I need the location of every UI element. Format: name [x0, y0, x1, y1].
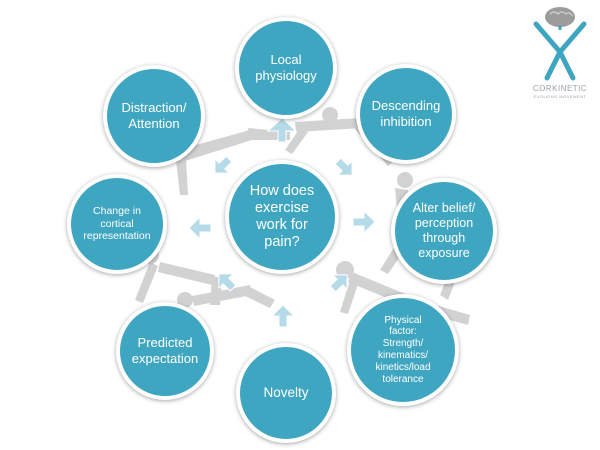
node-line: tolerance — [382, 373, 424, 385]
node-predicted-expectation: Predicted expectation — [116, 302, 214, 400]
node-line: representation — [83, 230, 151, 243]
node-line: Local — [270, 52, 302, 68]
node-line: Physical — [384, 314, 422, 326]
arrow-right — [352, 209, 376, 235]
node-line: inhibition — [380, 114, 432, 129]
node-physical-factor: Physical factor: Strength/ kinematics/ k… — [347, 294, 459, 406]
node-line: factor: — [389, 326, 417, 338]
arrow-left — [188, 215, 212, 241]
node-line: Predicted — [137, 335, 193, 351]
node-line: exposure — [418, 246, 470, 261]
node-line: Novelty — [263, 384, 309, 400]
arrow-down-right — [329, 274, 348, 293]
arrow-up-right — [334, 157, 353, 176]
node-novelty: Novelty — [236, 343, 336, 443]
center-line: work for — [256, 217, 308, 233]
arrow-up — [266, 117, 298, 143]
node-line: kinetics/load — [375, 361, 431, 373]
node-line: through — [422, 231, 466, 245]
node-line: physiology — [255, 68, 317, 83]
node-line: cortical — [100, 217, 134, 230]
center-question-node: How does exercise work for pain? — [225, 160, 339, 274]
node-line: perception — [414, 215, 474, 230]
arrows — [188, 117, 376, 328]
node-line: expectation — [131, 351, 199, 366]
node-line: kinematics/ — [377, 350, 428, 361]
node-line: Alter belief/ — [412, 200, 476, 215]
arrow-up-left — [214, 155, 233, 174]
node-change-cortical: Change in cortical representation — [67, 174, 167, 274]
center-line: How does — [249, 182, 315, 199]
arrow-down-left — [218, 273, 237, 292]
node-descending-inhibition: Descending inhibition — [356, 64, 456, 164]
node-line: Distraction/ — [121, 100, 187, 116]
node-alter-belief: Alter belief/ perception through exposur… — [391, 178, 497, 284]
node-line: Attention — [128, 116, 180, 131]
logo: CORKINETIC EVOLVING MOVEMENT — [520, 4, 600, 104]
brain-figure-icon — [533, 7, 587, 81]
node-line: Descending — [371, 98, 441, 114]
node-distraction-attention: Distraction/ Attention — [103, 65, 205, 167]
logo-subtext: EVOLVING MOVEMENT — [533, 94, 587, 99]
logo-text: CORKINETIC — [532, 84, 588, 93]
node-line: Strength/ — [382, 338, 424, 350]
arrow-down — [270, 304, 296, 328]
center-line: exercise — [254, 199, 309, 216]
node-local-physiology: Local physiology — [235, 17, 337, 119]
center-line: pain? — [264, 234, 300, 251]
node-line: Change in — [93, 204, 141, 217]
